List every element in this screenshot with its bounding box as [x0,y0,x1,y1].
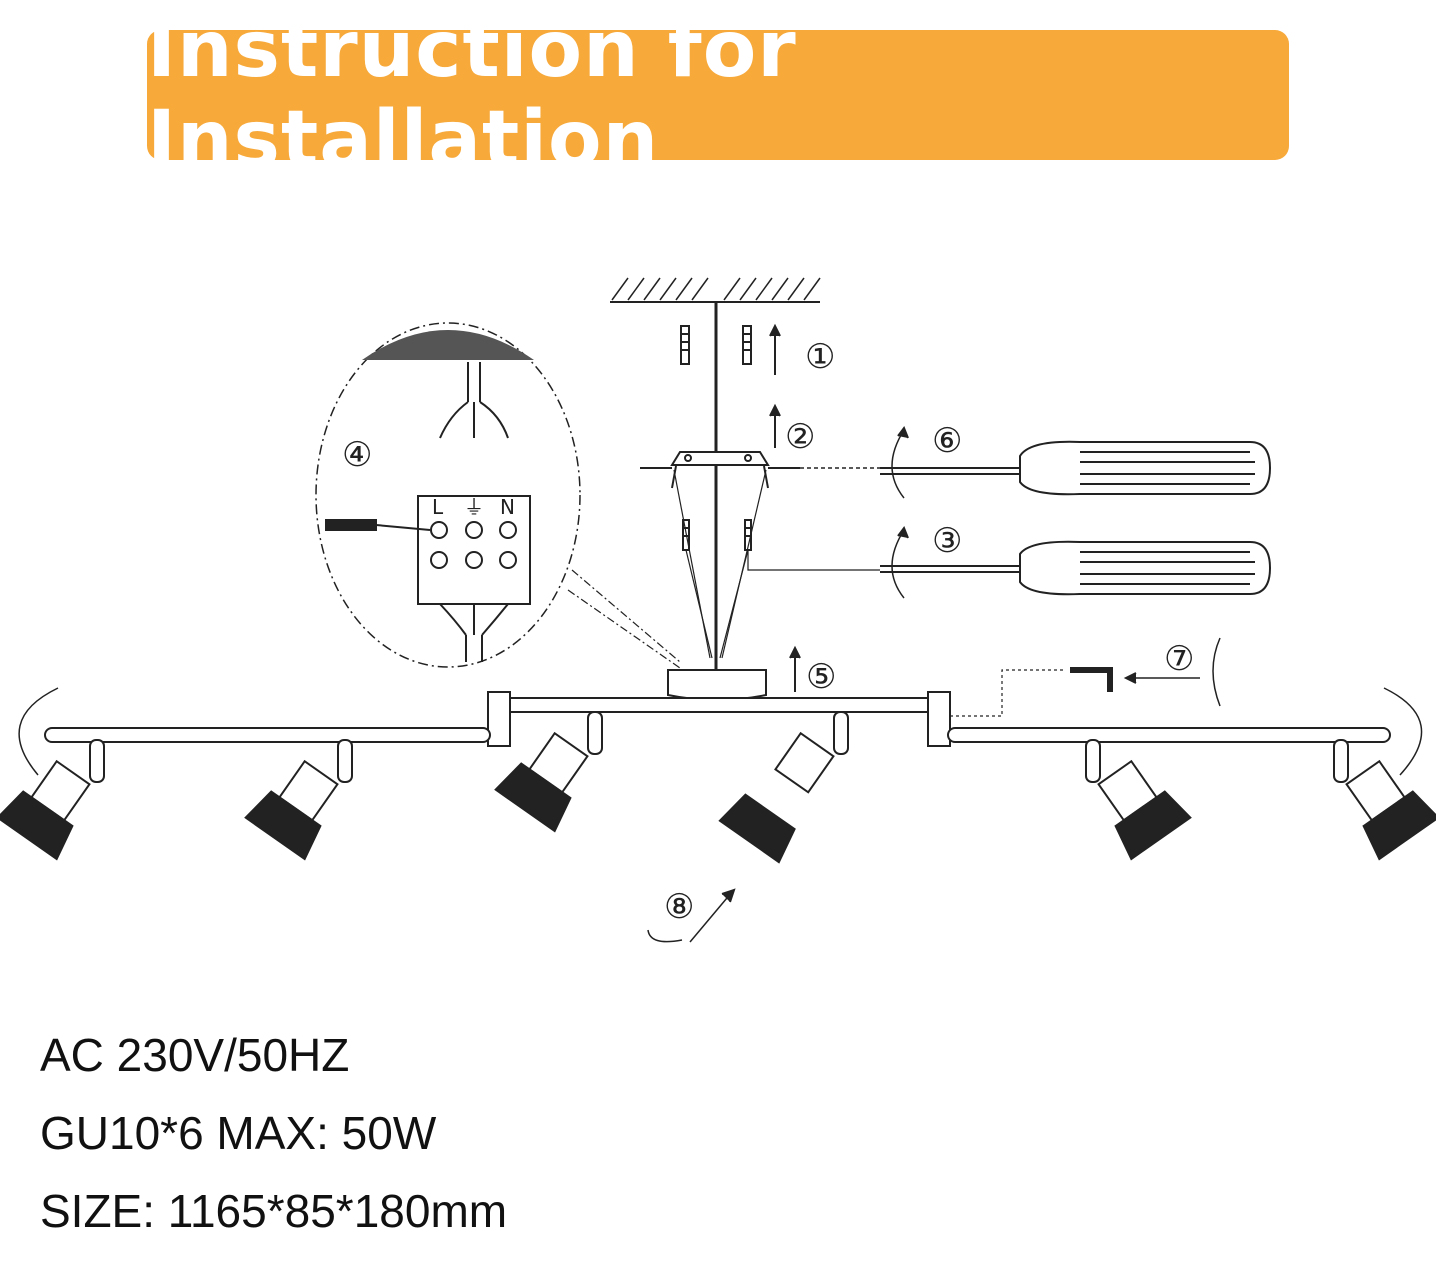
screwdriver-icon [880,525,1272,599]
installation-diagram: ① ② ⑥ [0,277,1436,943]
lamp-bar [44,691,1391,747]
terminal-neutral-label: N [500,495,515,519]
terminal-earth-label: ⏚ [464,495,484,519]
guide-lines [673,469,880,659]
step-3-label: ③ [932,521,962,561]
spec-voltage: AC 230V/50HZ [40,1029,350,1081]
step-8-label: ⑧ [664,887,694,927]
up-arrow-icon [769,323,781,375]
wall-plug-icon [680,325,752,365]
spec-bulbs: GU10*6 MAX: 50W [40,1107,437,1159]
step-6-label: ⑥ [932,421,962,461]
up-arrow-icon [789,645,801,692]
screwdriver-icon [880,425,1272,499]
allen-key-icon [950,637,1221,717]
title-banner: Instruction for Installation [147,5,1289,185]
wiring-detail-bubble [315,322,681,669]
step-5-label: ⑤ [806,657,836,697]
up-arrow-icon [769,403,781,448]
step-1-label: ① [805,337,835,377]
spotlight [494,711,603,833]
bulb-insert-arrow-icon [647,888,736,943]
terminal-live-label: L [432,495,444,519]
rotate-arrow-icon [18,687,59,776]
spotlight [718,711,849,864]
spotlight [1085,739,1192,861]
spotlight [244,739,353,861]
ceiling [610,277,821,303]
spec-size: SIZE: 1165*85*180mm [40,1185,508,1237]
rotate-arrow-icon [1383,687,1423,776]
spotlight [0,739,105,861]
spotlight [1333,739,1436,861]
mounting-bracket [640,451,800,489]
step-4-label: ④ [342,435,372,475]
step-7-label: ⑦ [1164,639,1194,679]
canopy [667,669,767,701]
page-title: Instruction for Installation [147,5,797,185]
step-2-label: ② [785,417,815,457]
